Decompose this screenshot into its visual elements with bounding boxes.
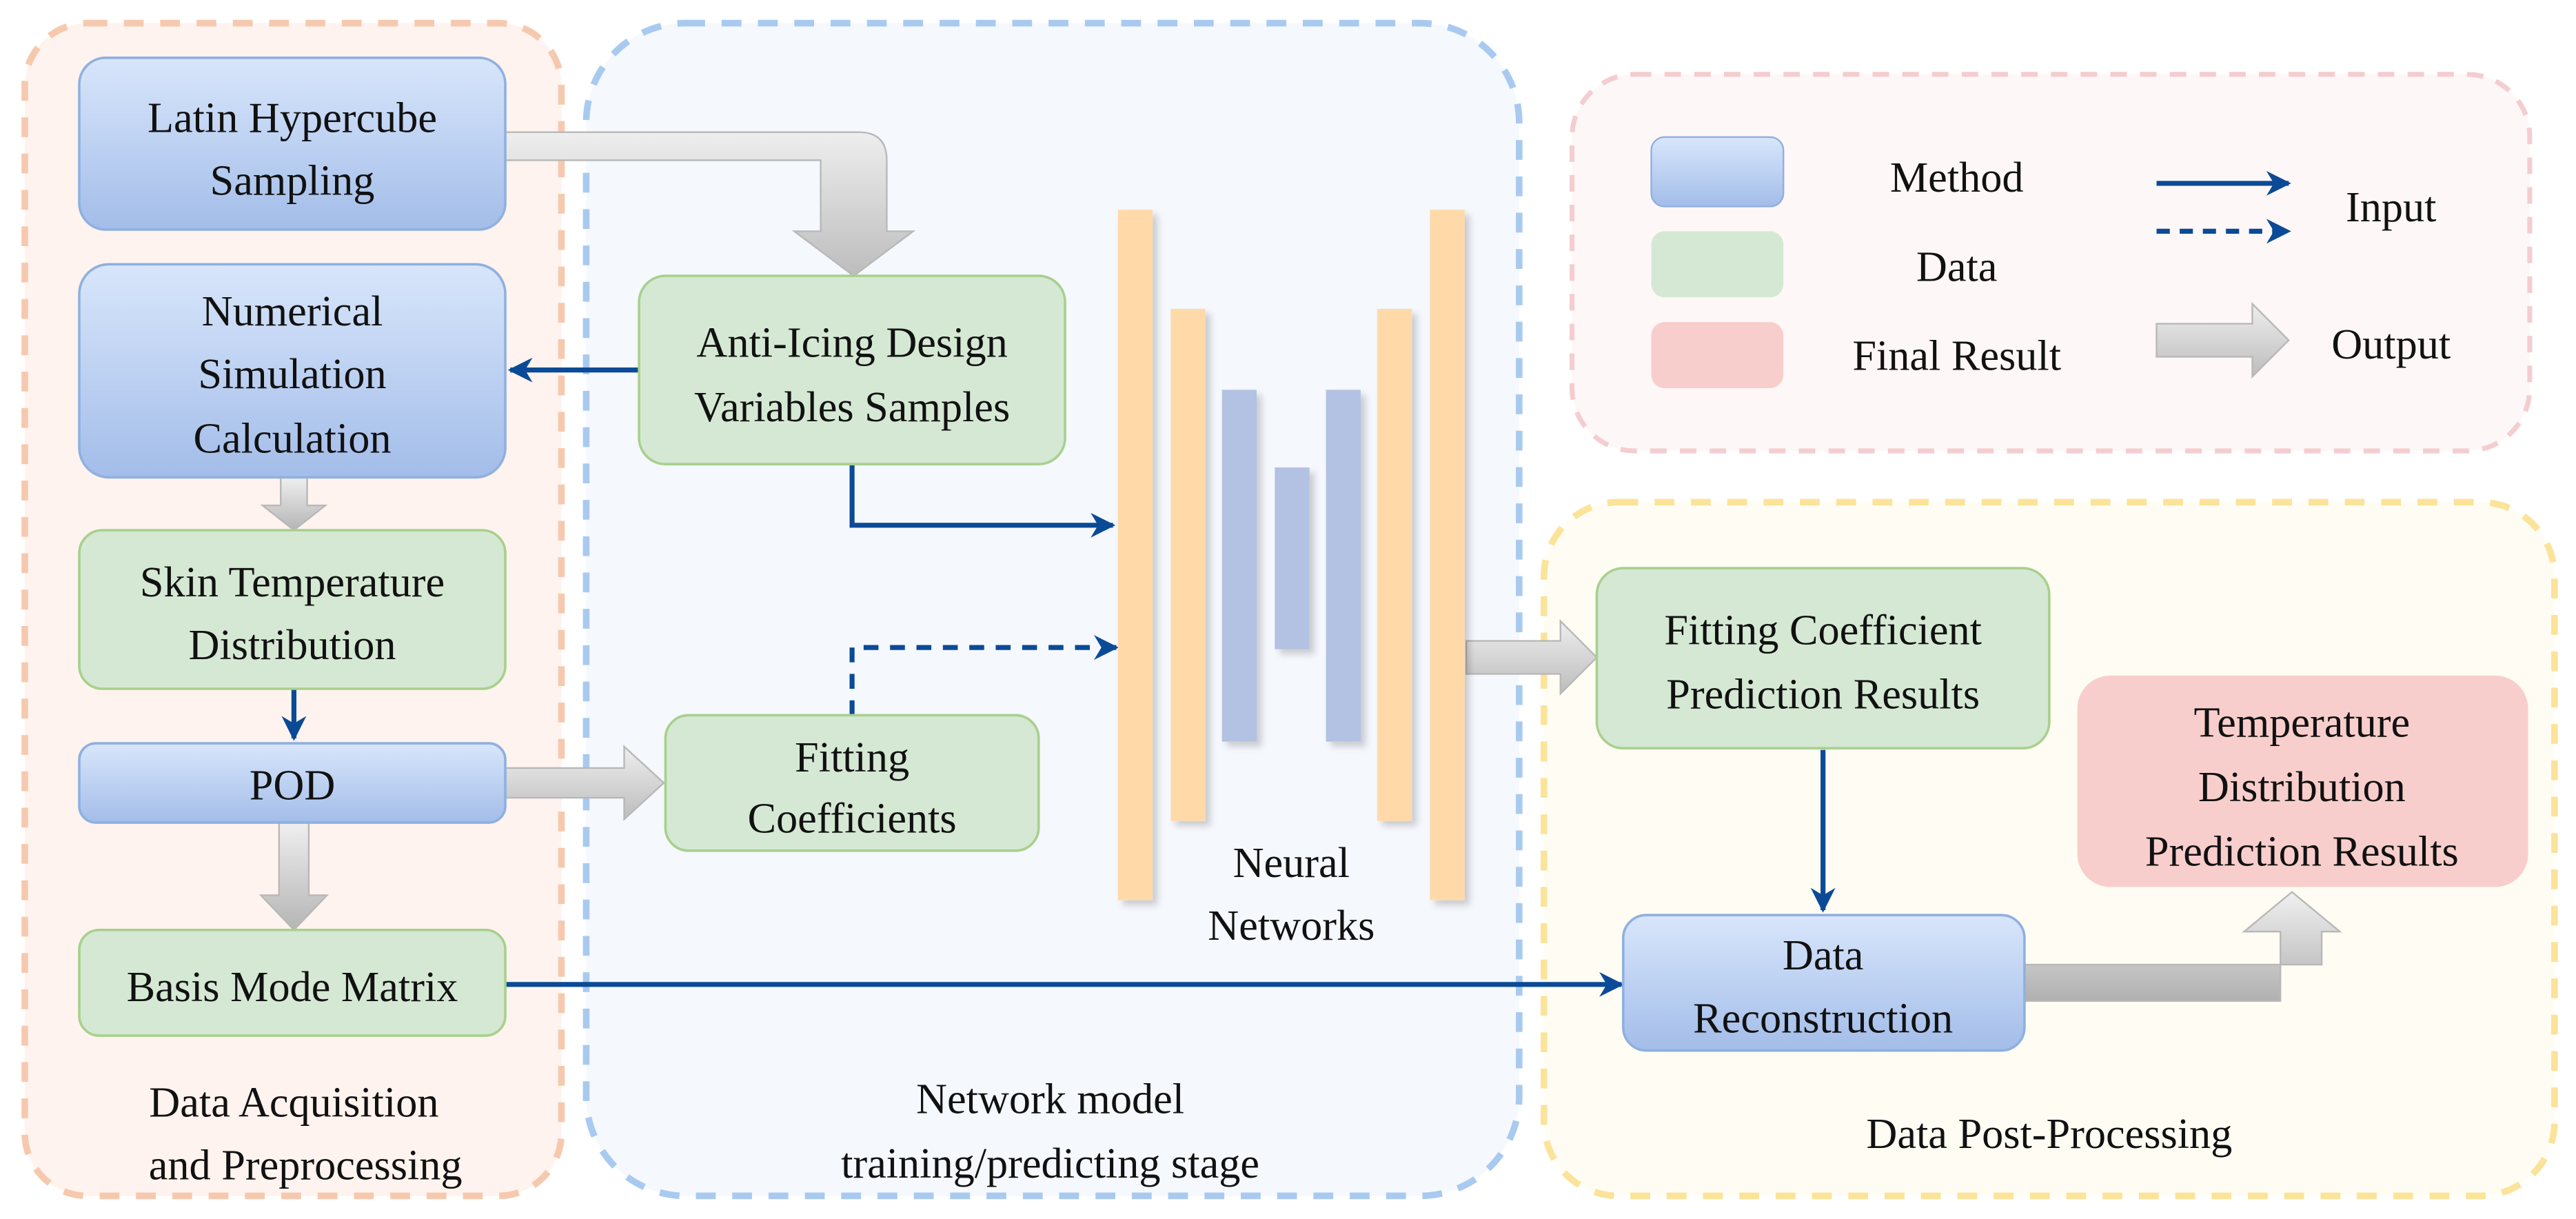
arrow-antiicing-to-nn (849, 464, 1116, 538)
legend-final-label: Final Result (1852, 333, 2061, 380)
node-tempresult-line-2: Distribution (2198, 764, 2406, 811)
arrow-fitcoef-to-nn-dashed (849, 635, 1119, 716)
node-latin-hypercube-sampling[interactable]: Latin Hypercube Sampling (78, 57, 507, 231)
node-nn-line-1: Neural (1233, 840, 1350, 887)
node-data-reconstruction[interactable]: Data Reconstruction (1621, 914, 2026, 1052)
node-pod[interactable]: POD (78, 742, 507, 824)
node-nn-line-2: Networks (1208, 903, 1375, 949)
arrow-pod-to-basis (258, 821, 329, 931)
arrow-numsim-to-skintemp (260, 476, 328, 532)
legend-output-label: Output (2331, 321, 2451, 368)
group-label-acquisition-2: and Preprocessing (149, 1142, 463, 1189)
node-antiicing-line-2: Variables Samples (694, 384, 1010, 431)
node-basis-mode-matrix[interactable]: Basis Mode Matrix (78, 928, 507, 1037)
group-label-training-1: Network model (916, 1076, 1184, 1123)
legend-data-swatch (1651, 231, 1784, 298)
node-recon-line-1: Data (1783, 932, 1864, 979)
nn-layer-7 (1430, 210, 1465, 900)
node-lhs-line-1: Latin Hypercube (148, 95, 437, 142)
node-fitpred-line-1: Fitting Coefficient (1664, 607, 1982, 654)
legend-final-swatch (1651, 322, 1784, 388)
node-fitpred-line-2: Prediction Results (1666, 672, 1980, 718)
nn-layer-4 (1275, 467, 1310, 649)
node-numerical-simulation[interactable]: Numerical Simulation Calculation (78, 263, 507, 479)
node-skintemp-line-2: Distribution (189, 622, 396, 669)
node-neural-network[interactable]: Neural Networks (1117, 210, 1465, 949)
legend-input-label: Input (2346, 184, 2436, 231)
node-skin-temperature-distribution[interactable]: Skin Temperature Distribution (78, 529, 507, 690)
node-fitting-coefficients[interactable]: Fitting Coefficients (664, 714, 1040, 852)
legend-data-label: Data (1916, 243, 1998, 290)
node-basis-label: Basis Mode Matrix (127, 964, 458, 1011)
group-label-postprocessing: Data Post-Processing (1866, 1111, 2232, 1158)
node-tempresult-line-1: Temperature (2193, 699, 2410, 746)
node-fitcoef-line-2: Coefficients (747, 795, 956, 842)
node-pod-label: POD (250, 762, 336, 809)
legend-method-swatch (1650, 136, 1785, 208)
nn-layer-6 (1377, 308, 1412, 821)
node-numsim-line-1: Numerical (202, 288, 383, 335)
node-fitting-coefficient-prediction[interactable]: Fitting Coefficient Prediction Results (1595, 567, 2051, 750)
arrow-recon-to-tempresult (2023, 891, 2342, 1002)
node-recon-line-2: Reconstruction (1693, 995, 1953, 1042)
node-tempresult-line-3: Prediction Results (2145, 828, 2459, 875)
arrow-pod-to-fitcoef (504, 745, 665, 821)
node-skintemp-line-1: Skin Temperature (140, 559, 445, 606)
legend-output-arrow-icon (2156, 301, 2290, 379)
node-fitcoef-line-1: Fitting (795, 734, 909, 781)
nn-layer-5 (1326, 390, 1361, 742)
nn-layer-1 (1117, 210, 1153, 900)
node-numsim-line-2: Simulation (198, 351, 386, 398)
node-numsim-line-3: Calculation (193, 415, 391, 462)
node-temperature-distribution-prediction[interactable]: Temperature Distribution Prediction Resu… (2077, 675, 2528, 887)
arrow-nn-to-fitpred (1466, 618, 1599, 696)
node-antiicing-line-1: Anti-Icing Design (696, 319, 1007, 366)
node-anti-icing-design-variables[interactable]: Anti-Icing Design Variables Samples (638, 274, 1066, 465)
arrow-lhs-to-antiicing (504, 131, 916, 277)
group-label-acquisition-1: Data Acquisition (149, 1079, 438, 1126)
legend-method-label: Method (1890, 154, 2024, 201)
group-label-training-2: training/predicting stage (841, 1140, 1259, 1187)
nn-layer-2 (1170, 308, 1206, 821)
nn-layer-3 (1221, 390, 1257, 742)
legend-panel: Method Data Final Result Input Output (1569, 72, 2533, 454)
node-lhs-line-2: Sampling (210, 158, 375, 205)
